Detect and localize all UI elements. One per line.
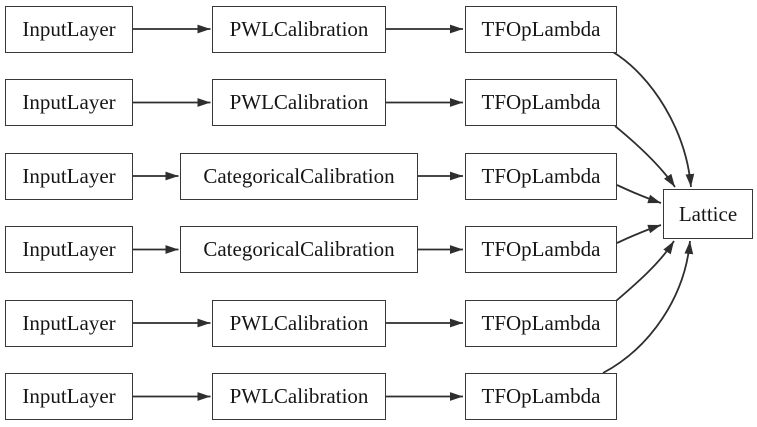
node-input-layer-4: InputLayer (5, 226, 133, 273)
node-tf-op-lambda-3: TFOpLambda (465, 152, 617, 200)
node-pwl-calibration-4: PWLCalibration (212, 373, 386, 420)
edge-lambda-5-to-lattice (615, 240, 675, 302)
node-lattice: Lattice (663, 189, 753, 239)
node-tf-op-lambda-1: TFOpLambda (465, 5, 617, 53)
node-pwl-calibration-2: PWLCalibration (212, 79, 386, 126)
node-input-layer-3: InputLayer (5, 152, 133, 200)
node-categorical-calibration-2: CategoricalCalibration (180, 226, 418, 273)
node-tf-op-lambda-6: TFOpLambda (465, 373, 617, 420)
edge-lambda-3-to-lattice (616, 184, 662, 204)
edge-lambda-4-to-lattice (616, 224, 662, 244)
node-input-layer-1: InputLayer (5, 5, 133, 53)
edge-lambda-1-to-lattice (612, 51, 695, 188)
node-tf-op-lambda-2: TFOpLambda (465, 79, 617, 126)
node-input-layer-6: InputLayer (5, 373, 133, 420)
node-pwl-calibration-3: PWLCalibration (212, 299, 386, 347)
node-tf-op-lambda-4: TFOpLambda (465, 226, 617, 273)
edge-lambda-2-to-lattice (614, 125, 676, 188)
node-input-layer-2: InputLayer (5, 79, 133, 126)
node-tf-op-lambda-5: TFOpLambda (465, 299, 617, 347)
node-input-layer-5: InputLayer (5, 299, 133, 347)
node-categorical-calibration-1: CategoricalCalibration (180, 152, 418, 200)
node-pwl-calibration-1: PWLCalibration (212, 5, 386, 53)
